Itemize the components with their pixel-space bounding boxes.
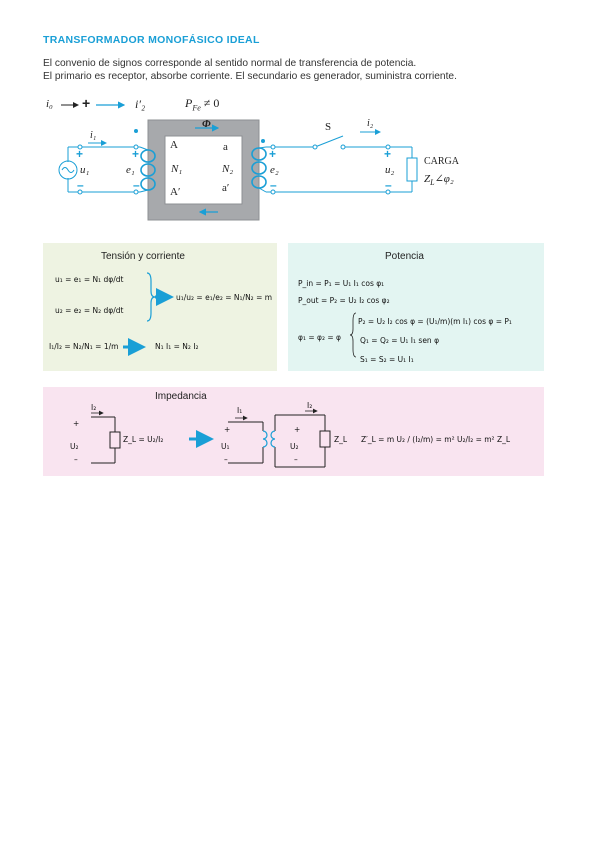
imp-u1-right: U₁ — [221, 442, 230, 451]
u1-label: u₁ — [80, 164, 90, 176]
tension-svg — [123, 272, 174, 356]
imp-minus-sec: – — [294, 455, 298, 464]
plus-sign-4: + — [384, 147, 392, 161]
pfe-label: PFe ≠ 0 — [185, 96, 220, 113]
tension-eq-2: u₂ = e₂ = N₂ dφ/dt — [55, 306, 124, 315]
minus-sign-2: – — [133, 178, 140, 192]
primary-dot — [134, 129, 138, 133]
plus-sign-1: + — [76, 147, 84, 161]
imp-plus-sec: + — [294, 425, 301, 434]
carga-label: CARGA — [424, 156, 460, 167]
primary-wires — [58, 144, 149, 195]
secondary-winding — [251, 147, 267, 189]
node-a: a — [223, 141, 228, 153]
imp-plus-left: + — [73, 419, 80, 428]
imp-plus-right: + — [224, 425, 231, 434]
potencia-eq-3: φ₁ = φ₂ = φ — [298, 333, 341, 342]
plus-sign-3: + — [269, 147, 277, 161]
tension-box: Tensión y corriente u₁ = e₁ = N₁ dφ/dt u… — [43, 243, 277, 371]
imp-minus-right: – — [224, 455, 228, 464]
impedancia-svg — [91, 408, 331, 468]
imp-i1-right: I₁ — [237, 406, 243, 415]
imp-minus-left: – — [74, 455, 78, 464]
i2-label: i₂ — [367, 118, 374, 129]
transformer-diagram: i₀ + i′₂ PFe ≠ 0 Φ i₁ A A′ N₁ a a′ N₂ e₁… — [40, 94, 500, 234]
potencia-eq-6: S₁ = S₂ = U₁ I₁ — [360, 355, 414, 364]
N1-label: N₁ — [171, 163, 183, 175]
imp-zl-right: Z_L — [334, 435, 348, 444]
imp-u2-left: U₂ — [70, 442, 79, 451]
core-window — [164, 135, 243, 205]
phi-label: Φ — [202, 118, 211, 130]
tension-eq-1: u₁ = e₁ = N₁ dφ/dt — [55, 275, 124, 284]
impedancia-box: Impedancia — [43, 387, 544, 476]
N2-label: N₂ — [222, 163, 234, 175]
intro-text: El convenio de signos corresponde al sen… — [43, 57, 457, 83]
e2-label: e₂ — [270, 164, 279, 176]
secondary-wires — [258, 135, 418, 195]
node-ap: a′ — [222, 182, 230, 194]
imp-zl-eq: Z_L = U₂/I₂ — [123, 435, 164, 444]
imp-i2-left: I₂ — [91, 403, 97, 412]
switch-label: S — [325, 121, 332, 133]
zl-label: ZL∠φ₂ — [424, 173, 454, 188]
impedancia-title: Impedancia — [155, 391, 207, 402]
minus-sign-3: – — [270, 178, 277, 192]
potencia-svg — [349, 312, 357, 358]
intro-line-1: El convenio de signos corresponde al sen… — [43, 58, 417, 69]
potencia-eq-4: P₂ = U₂ I₂ cos φ = (U₁/m)(m I₁) cos φ = … — [358, 317, 512, 326]
node-A: A — [170, 139, 178, 151]
node-Ap: A′ — [170, 186, 181, 198]
circuit-svg — [58, 101, 418, 221]
imp-i2-right: I₂ — [307, 401, 313, 410]
i0-label: i₀ — [46, 98, 53, 110]
i1-label: i₁ — [90, 130, 97, 141]
tension-title: Tensión y corriente — [101, 251, 185, 262]
imp-final-eq: Z′_L = m U₂ / (I₂/m) = m² U₂/I₂ = m² Z_L — [361, 435, 511, 444]
intro-line-2: El primario es receptor, absorbe corrien… — [43, 71, 457, 82]
minus-sign-1: – — [77, 178, 84, 192]
secondary-dot — [261, 139, 265, 143]
potencia-eq-1: P_in = P₁ = U₁ I₁ cos φ₁ — [298, 279, 385, 288]
plus-sign-2: + — [132, 147, 140, 161]
page-title: TRANSFORMADOR MONOFÁSICO IDEAL — [43, 34, 260, 46]
e1-label: e₁ — [126, 164, 135, 176]
tension-eq-4: I₁/I₂ = N₂/N₁ = 1/m — [49, 342, 119, 351]
i2p-label: i′₂ — [135, 97, 146, 111]
u2-label: u₂ — [385, 164, 395, 176]
primary-winding — [140, 149, 156, 191]
potencia-eq-2: P_out = P₂ = U₂ I₂ cos φ₂ — [298, 296, 390, 305]
potencia-box: Potencia P_in = P₁ = U₁ I₁ cos φ₁ P_out … — [288, 243, 544, 371]
plus-label: + — [82, 95, 91, 111]
minus-sign-4: – — [385, 178, 392, 192]
tension-eq-5: N₁ I₁ = N₂ I₂ — [155, 342, 199, 351]
potencia-title: Potencia — [385, 251, 424, 262]
potencia-eq-5: Q₁ = Q₂ = U₁ I₁ sen φ — [360, 336, 440, 345]
imp-u2-right: U₂ — [290, 442, 299, 451]
tension-eq-3: u₁/u₂ = e₁/e₂ = N₁/N₂ = m — [176, 293, 273, 302]
